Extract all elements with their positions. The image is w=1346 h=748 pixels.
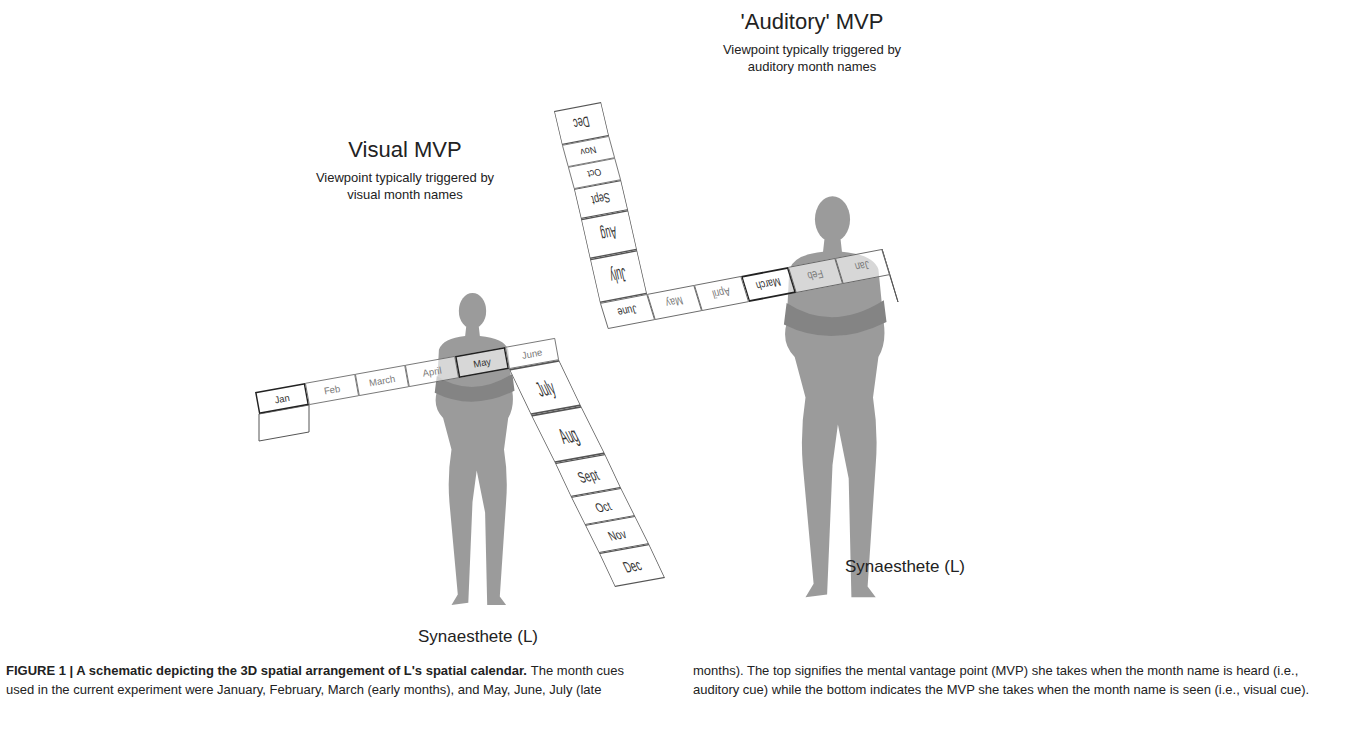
mvp-heading: 'Auditory' MVP	[662, 8, 962, 37]
mvp-heading: Visual MVP	[275, 136, 535, 165]
month-cell: Dec	[599, 544, 665, 587]
month-cell: March	[741, 267, 796, 302]
month-name: April	[711, 285, 732, 301]
month-cell: Feb	[305, 374, 359, 405]
month-name: Nov	[579, 145, 598, 159]
synaesthete-silhouette	[435, 293, 515, 605]
month-name: April	[422, 364, 443, 378]
month-name: Sept	[590, 190, 611, 208]
month-name: Feb	[806, 268, 825, 284]
month-name: Oct	[586, 167, 603, 181]
month-name: Jan	[274, 392, 291, 406]
mvp-description: Viewpoint typically triggered by visual …	[303, 170, 508, 204]
month-cell: March	[355, 365, 409, 396]
month-name: March	[368, 373, 396, 389]
caption-title: FIGURE 1 | A schematic depicting the 3D …	[6, 663, 527, 678]
month-name: Feb	[323, 383, 341, 397]
figure-label: Synaesthete (L)	[378, 626, 578, 648]
month-name: Oct	[592, 498, 613, 515]
month-name: May	[472, 355, 492, 369]
month-cell: April	[694, 276, 749, 311]
month-cell: Feb	[788, 258, 843, 293]
month-name: Aug	[599, 223, 619, 246]
month-name: July	[608, 264, 629, 289]
month-cell: April	[405, 356, 459, 387]
month-name: Jan	[853, 259, 871, 275]
month-name: Aug	[554, 421, 583, 448]
month-name: May	[664, 294, 684, 310]
month-name: Dec	[620, 556, 645, 576]
month-name: March	[754, 276, 782, 294]
month-cell: May	[455, 347, 509, 378]
mvp-description: Viewpoint typically triggered by auditor…	[705, 42, 920, 76]
month-name: Dec	[572, 114, 592, 134]
month-name: July	[531, 375, 559, 401]
figure-label: Synaesthete (L)	[805, 556, 1005, 578]
month-cell: Jan	[255, 383, 309, 414]
month-cell: July	[509, 360, 581, 415]
month-name: June	[616, 303, 639, 320]
month-name: June	[521, 346, 543, 361]
month-name: Sept	[574, 465, 601, 485]
month-name: Nov	[605, 526, 629, 543]
month-cell: July	[590, 250, 647, 303]
month-cell: May	[647, 285, 702, 320]
month-cell: Aug	[531, 406, 605, 463]
month-cell: Jan	[835, 249, 890, 284]
figure-caption: FIGURE 1 | A schematic depicting the 3D …	[6, 662, 1340, 700]
